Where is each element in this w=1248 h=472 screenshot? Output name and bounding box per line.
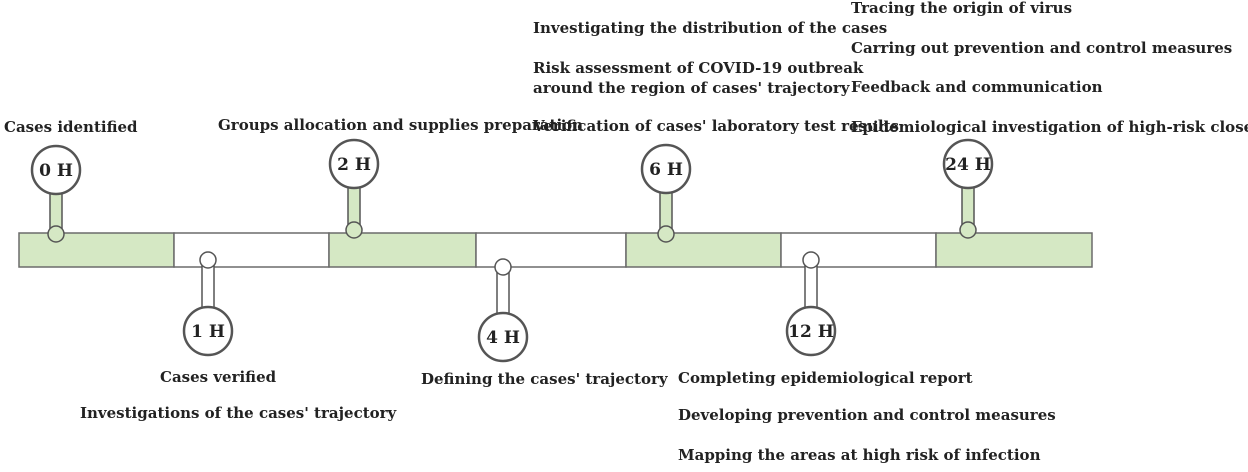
marker-24h-dot: [959, 221, 977, 239]
marker-0h: 0 H: [30, 144, 82, 243]
label-6h-1: Investigating the distribution of the ca…: [533, 19, 887, 37]
marker-6h-label: 6 H: [649, 160, 683, 180]
label-1h-2: Investigations of the cases' trajectory: [80, 404, 398, 422]
marker-1h: 1 H: [182, 251, 234, 357]
label-6h-4: Verification of cases' laboratory test r…: [532, 117, 899, 135]
marker-6h: 6 H: [640, 143, 692, 243]
marker-2h-label: 2 H: [337, 155, 371, 175]
marker-2h-circle: [328, 138, 380, 190]
marker-6h-dot: [657, 225, 675, 243]
label-24h-3: Feedback and communication: [851, 78, 1103, 96]
marker-24h-circle: [942, 138, 994, 190]
marker-2h-dot: [345, 221, 363, 239]
marker-12h-dot: [802, 251, 820, 269]
marker-24h-label: 24 H: [945, 155, 991, 175]
marker-12h-label: 12 H: [788, 322, 834, 342]
timeline-segment-1: [173, 232, 330, 268]
marker-1h-stem: [201, 261, 215, 311]
marker-4h: 4 H: [477, 258, 529, 363]
marker-12h-stem: [804, 261, 818, 311]
label-4h-1: Defining the cases' trajectory: [421, 370, 669, 388]
marker-1h-circle: [182, 305, 234, 357]
marker-2h: 2 H: [328, 138, 380, 239]
marker-4h-circle: [477, 311, 529, 363]
marker-12h: 12 H: [785, 251, 837, 357]
marker-4h-label: 4 H: [486, 328, 520, 348]
label-24h-4: Epidemiological investigation of high-ri…: [851, 118, 1248, 136]
marker-0h-dot: [47, 225, 65, 243]
label-12h-3: Mapping the areas at high risk of infect…: [678, 446, 1041, 464]
label-1h-1: Cases verified: [160, 368, 277, 386]
marker-1h-dot: [199, 251, 217, 269]
marker-0h-circle: [30, 144, 82, 196]
marker-4h-stem: [496, 269, 510, 315]
label-6h-2: Risk assessment of COVID-19 outbreak: [533, 59, 864, 77]
timeline-segment-6: [935, 232, 1093, 268]
marker-12h-circle: [785, 305, 837, 357]
timeline-segment-4: [625, 232, 782, 268]
marker-1h-label: 1 H: [191, 322, 225, 342]
timeline-segment-5: [780, 232, 937, 268]
marker-24h: 24 H: [942, 138, 994, 239]
marker-0h-label: 0 H: [39, 161, 73, 181]
label-24h-1: Tracing the origin of virus: [851, 0, 1072, 17]
label-24h-2: Carring out prevention and control measu…: [851, 39, 1232, 57]
label-0h-1: Cases identified: [4, 118, 138, 136]
marker-4h-dot: [494, 258, 512, 276]
label-2h-1: Groups allocation and supplies preparati…: [218, 116, 583, 134]
label-12h-2: Developing prevention and control measur…: [678, 406, 1056, 424]
label-12h-1: Completing epidemiological report: [678, 369, 973, 387]
label-6h-3: around the region of cases' trajectory: [533, 79, 851, 97]
marker-6h-circle: [640, 143, 692, 195]
timeline-segment-0: [18, 232, 175, 268]
